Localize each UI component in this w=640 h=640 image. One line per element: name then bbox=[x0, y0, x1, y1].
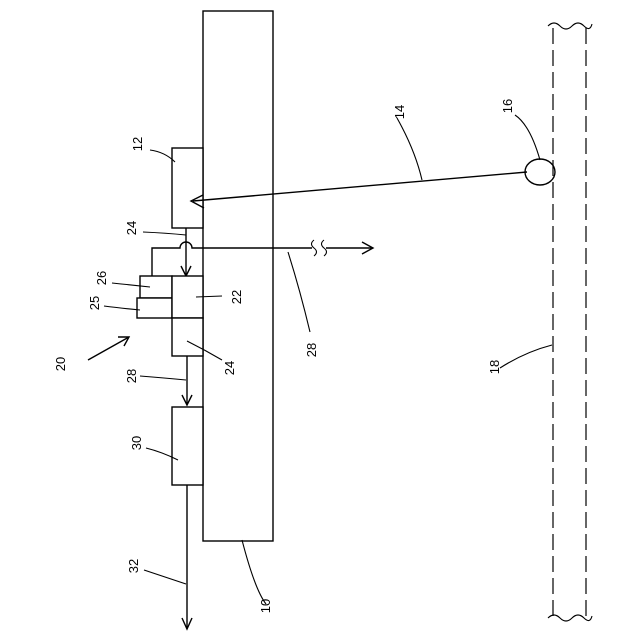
leader-32 bbox=[144, 570, 186, 584]
leader-10 bbox=[242, 540, 266, 604]
block-26 bbox=[140, 276, 172, 298]
label-24-lower: 24 bbox=[222, 361, 237, 375]
leader-18 bbox=[500, 345, 552, 368]
label-10: 10 bbox=[258, 599, 273, 613]
member-18 bbox=[548, 23, 592, 621]
unit-24 bbox=[172, 318, 203, 356]
assembly-arrow-20 bbox=[88, 337, 129, 360]
label-25: 25 bbox=[87, 296, 102, 310]
label-24-upper: 24 bbox=[124, 221, 139, 235]
label-12: 12 bbox=[130, 137, 145, 151]
label-30: 30 bbox=[129, 436, 144, 450]
leader-16 bbox=[515, 115, 540, 160]
label-32: 32 bbox=[126, 559, 141, 573]
label-14: 14 bbox=[392, 105, 407, 119]
block-25 bbox=[137, 298, 172, 318]
label-28-right: 28 bbox=[304, 343, 319, 357]
label-20: 20 bbox=[53, 357, 68, 371]
leader-28-right bbox=[288, 252, 310, 332]
break-symbol bbox=[312, 240, 327, 256]
leader-28-left bbox=[140, 376, 186, 380]
target-16 bbox=[525, 159, 555, 185]
label-28-left: 28 bbox=[124, 369, 139, 383]
label-16: 16 bbox=[500, 99, 515, 113]
leader-25 bbox=[104, 306, 140, 310]
leader-14 bbox=[397, 118, 422, 180]
leader-12 bbox=[150, 150, 175, 162]
label-22: 22 bbox=[229, 290, 244, 304]
component-12 bbox=[172, 148, 203, 228]
label-26: 26 bbox=[94, 271, 109, 285]
body-10 bbox=[203, 11, 273, 541]
leader-24-upper bbox=[143, 232, 186, 235]
component-30 bbox=[172, 407, 203, 485]
label-18: 18 bbox=[487, 360, 502, 374]
